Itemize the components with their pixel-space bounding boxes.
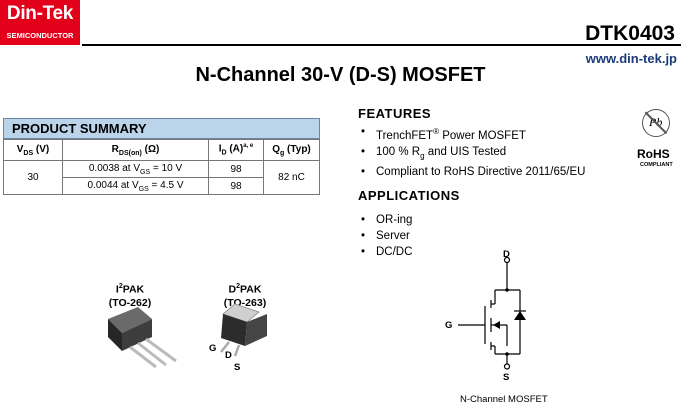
list-item: TrenchFET® Power MOSFET [358, 124, 585, 144]
list-item: Compliant to RoHS Directive 2011/65/EU [358, 164, 585, 180]
rds-header: RDS(on) (Ω) [62, 139, 209, 161]
website-link[interactable]: www.din-tek.jp [585, 51, 677, 66]
table-row: 30 0.0038 at VGS = 10 V 98 82 nC [3, 160, 320, 195]
features-heading: FEATURES [358, 106, 432, 121]
page-title: N-Channel 30-V (D-S) MOSFET [195, 64, 486, 86]
schematic-pin-d: D [503, 249, 510, 260]
id-header: ID (A)a, e [208, 139, 264, 161]
product-summary-table: VDS (V) RDS(on) (Ω) ID (A)a, e Qg (Typ) … [3, 139, 320, 195]
id-value: 98 [208, 177, 264, 195]
d2pak-pin-s: S [234, 362, 241, 373]
schematic-caption: N-Channel MOSFET [460, 394, 548, 405]
rds-value: 0.0044 at VGS = 4.5 V [62, 177, 209, 195]
lead-free-icon: Pb [642, 109, 670, 137]
mosfet-schematic [458, 256, 526, 370]
i2pak-package-image [108, 307, 177, 369]
d2pak-pin-d: D [225, 350, 232, 361]
company-logo: Din-Tek SEMICONDUCTOR [0, 0, 80, 45]
applications-heading: APPLICATIONS [358, 188, 460, 203]
schematic-pin-s: S [503, 372, 510, 383]
logo-brand: Din-Tek [6, 3, 74, 24]
features-list: TrenchFET® Power MOSFET 100 % Rg and UIS… [358, 124, 585, 180]
id-value: 98 [208, 160, 264, 178]
package-label-i2pak: I2PAK (TO-262) [108, 283, 152, 309]
vds-header: VDS (V) [3, 139, 63, 161]
qg-value: 82 nC [263, 160, 320, 195]
product-summary-heading-bar: PRODUCT SUMMARY [3, 118, 320, 139]
table-row: 0.0044 at VGS = 4.5 V 98 [4, 177, 320, 195]
table-header-row: VDS (V) RDS(on) (Ω) ID (A)a, e Qg (Typ) [3, 139, 320, 161]
list-item: 100 % Rg and UIS Tested [358, 144, 585, 164]
rohs-label: RoHS [637, 147, 670, 161]
product-summary-heading: PRODUCT SUMMARY [12, 121, 147, 136]
applications-list: OR-ing Server DC/DC [358, 212, 412, 260]
part-number: DTK0403 [585, 22, 675, 45]
list-item: OR-ing [358, 212, 412, 228]
rds-value: 0.0038 at VGS = 10 V [62, 160, 209, 178]
list-item: Server [358, 228, 412, 244]
d2pak-package-image [220, 303, 267, 357]
header-rule [82, 44, 681, 46]
schematic-pin-g: G [445, 320, 453, 331]
vds-value: 30 [3, 160, 63, 195]
logo-subtitle: SEMICONDUCTOR [6, 31, 74, 40]
list-item: DC/DC [358, 244, 412, 260]
rohs-compliant-label: COMPLIANT [640, 162, 673, 168]
qg-header: Qg (Typ) [263, 139, 320, 161]
d2pak-pin-g: G [209, 343, 217, 354]
